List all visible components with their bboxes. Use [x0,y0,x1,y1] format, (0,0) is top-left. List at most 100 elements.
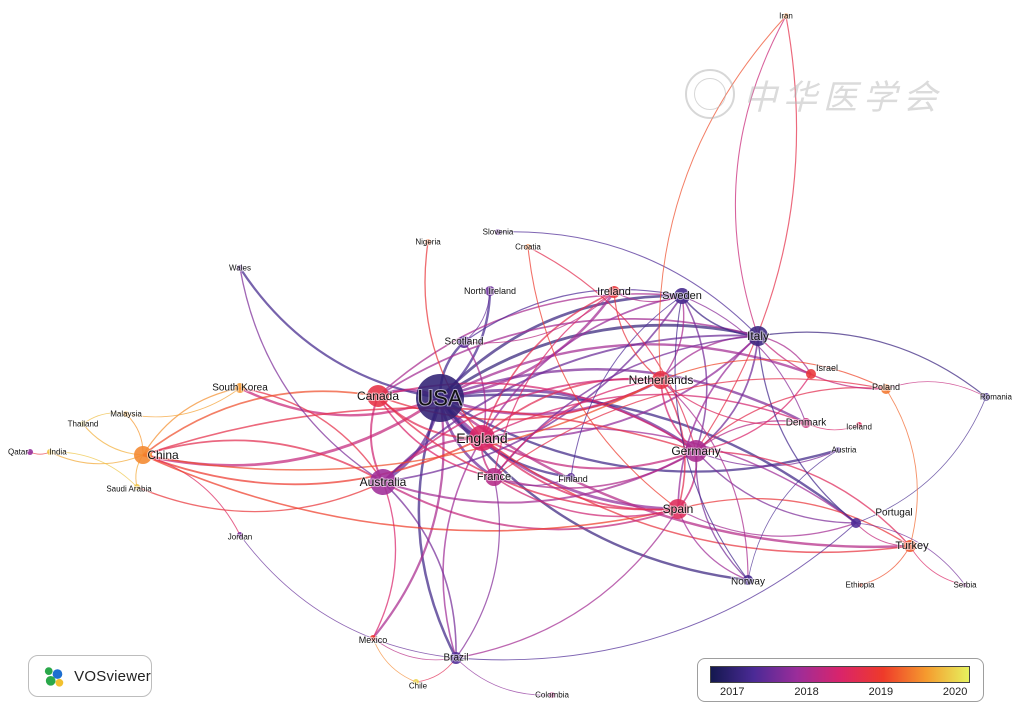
node-label-serbia: Serbia [953,581,977,590]
node-north-ireland[interactable] [485,286,495,296]
node-label-austria: Austria [832,446,857,455]
node-label-iran: Iran [779,12,793,21]
node-ethiopia[interactable] [858,583,862,587]
node-turkey[interactable] [904,540,916,552]
link-canada-spain [377,395,679,511]
node-canada[interactable] [367,385,389,407]
link-india-china [49,451,144,465]
node-sweden[interactable] [674,288,690,304]
node-usa[interactable] [416,374,464,422]
node-qatar[interactable] [27,449,33,455]
link-croatia-germany [527,246,697,452]
legend-tick-2019: 2019 [868,686,894,698]
node-mexico[interactable] [370,635,376,641]
link-australia-brazil [382,481,457,659]
node-label-north-ireland: North Ireland [464,286,516,296]
link-usa-south-korea [239,386,441,417]
link-croatia-spain [527,246,679,510]
link-germany-sweden [681,295,708,452]
node-slovenia[interactable] [495,229,501,235]
link-china-south-korea [142,387,241,456]
node-scotland[interactable] [458,336,470,348]
link-portugal-serbia [855,522,966,586]
node-iceland[interactable] [856,422,862,428]
node-malaysia[interactable] [123,411,129,417]
link-england-germany [481,437,697,470]
node-brazil[interactable] [450,652,462,664]
node-label-turkey: Turkey [895,540,929,552]
link-turkey-ethiopia [859,545,911,586]
link-austria-norway [747,449,839,581]
node-label-israel: Israel [816,363,838,373]
link-usa-italy [439,323,759,400]
node-denmark[interactable] [801,418,811,428]
link-ireland-scotland [463,291,615,344]
link-mexico-chile [372,637,417,683]
link-usa-mexico [372,397,445,639]
node-saudi-arabia[interactable] [134,484,140,490]
node-poland[interactable] [881,384,891,394]
node-croatia[interactable] [525,244,531,250]
link-usa-brazil [417,397,458,659]
link-germany-denmark [695,420,807,452]
node-spain[interactable] [668,499,688,519]
link-portugal-brazil [455,522,857,661]
node-netherlands[interactable] [652,371,670,389]
node-australia[interactable] [370,469,396,495]
node-china[interactable] [134,446,152,464]
link-canada-france [377,395,495,478]
node-iran[interactable] [783,13,789,19]
link-china-netherlands [142,379,662,471]
node-label-south-korea: South Korea [212,383,268,394]
link-germany-israel [695,373,812,452]
node-germany[interactable] [685,440,707,462]
node-label-ethiopia: Ethiopia [846,581,875,590]
node-jordan[interactable] [237,532,243,538]
link-italy-portugal [757,335,857,524]
link-australia-sweden [382,295,683,483]
link-turkey-poland [885,388,918,547]
node-romania[interactable] [982,393,990,401]
node-portugal[interactable] [851,518,861,528]
node-norway[interactable] [743,575,753,585]
link-ireland-france [493,291,615,478]
link-germany-norway [695,450,749,581]
link-germany-austria [695,449,839,467]
link-netherlands-france [493,379,662,478]
link-turkey-serbia [909,545,966,586]
node-england[interactable] [469,425,495,451]
link-france-poland [493,378,887,478]
node-israel[interactable] [806,369,816,379]
link-iran-netherlands [658,15,787,381]
node-india[interactable] [47,449,53,455]
node-italy[interactable] [748,326,768,346]
link-spain-italy [677,335,759,510]
link-spain-norway [677,508,749,581]
node-finland[interactable] [567,473,575,481]
node-wales[interactable] [237,265,243,271]
link-england-turkey [481,437,911,554]
link-spain-turkey [677,497,911,547]
node-south-korea[interactable] [235,383,245,393]
node-thailand[interactable] [80,421,86,427]
link-germany-portugal [695,450,857,524]
node-label-colombia: Colombia [535,691,569,700]
link-spain-france [493,476,679,518]
node-serbia[interactable] [963,583,967,587]
node-chile[interactable] [413,679,419,685]
node-nigeria[interactable] [425,239,431,245]
node-france[interactable] [485,468,503,486]
node-label-norway: Norway [731,577,765,588]
node-label-england: England [456,430,507,446]
node-colombia[interactable] [549,692,555,698]
node-label-nigeria: Nigeria [415,238,441,247]
node-label-australia: Australia [360,475,407,489]
link-nigeria-england [424,241,483,439]
node-ireland[interactable] [608,286,620,298]
link-germany-turkey [695,450,911,547]
node-austria[interactable] [835,447,841,453]
link-australia-south-korea [239,387,384,483]
node-label-brazil: Brazil [443,653,468,664]
link-spain-portugal [677,508,857,537]
